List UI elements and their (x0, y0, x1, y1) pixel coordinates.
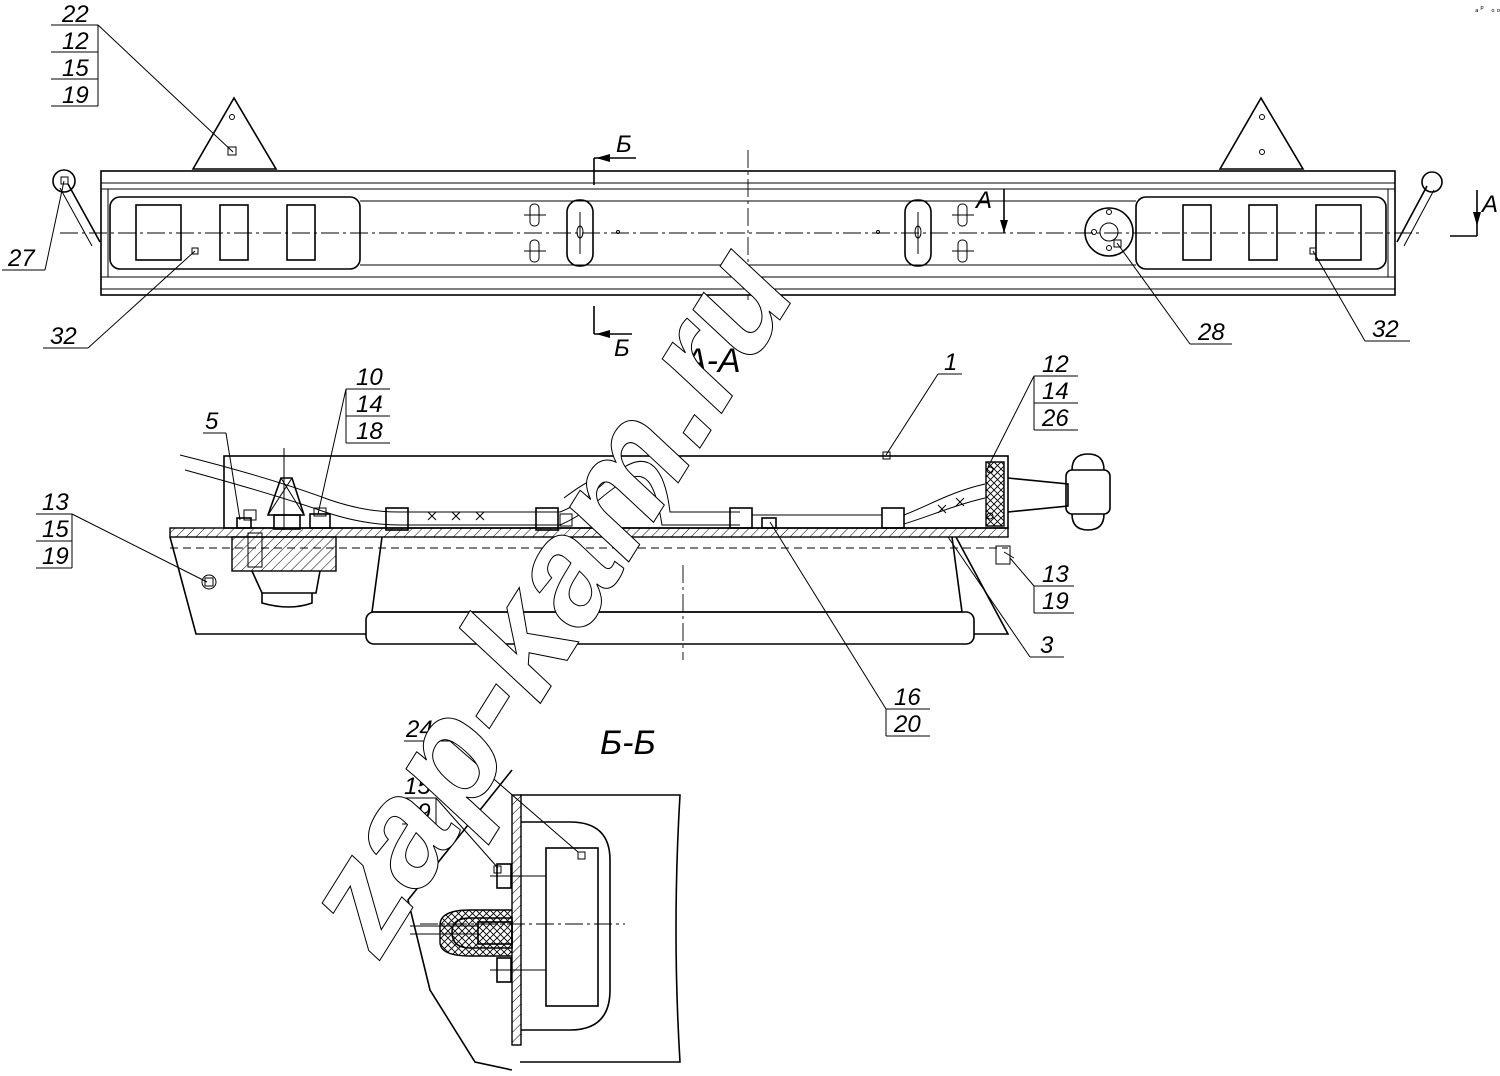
lamp-body-section (545, 847, 599, 1007)
svg-text:28: 28 (1197, 319, 1225, 346)
section-a-mark-right: А (1480, 191, 1498, 218)
svg-text:15: 15 (404, 773, 431, 800)
callout-24: 24 (404, 716, 579, 853)
svg-text:1: 1 (944, 349, 957, 376)
svg-text:14: 14 (1042, 378, 1069, 405)
svg-text:19: 19 (42, 543, 69, 570)
svg-text:13: 13 (1042, 561, 1069, 588)
callout-10-stack: 10 14 18 (317, 364, 390, 515)
callout-15-stack: 15 19 (402, 773, 499, 869)
section-b-mark-top: Б (616, 131, 632, 158)
svg-text:26: 26 (1041, 405, 1069, 432)
mount-block-hatched (231, 536, 337, 572)
callout-12-label: 12 (62, 28, 89, 55)
callout-22-stack: 22 12 15 19 (51, 1, 234, 153)
bumper-body-section (407, 769, 513, 1071)
svg-text:19: 19 (404, 799, 431, 826)
corner-mark: ₐᵖ ₒₒₒ (1474, 5, 1500, 15)
bracket-right (876, 199, 974, 267)
reflector-triangle-right (1218, 96, 1305, 170)
svg-text:15: 15 (42, 516, 69, 543)
callout-28: 28 (1116, 242, 1232, 346)
section-aa-view: 5 10 14 18 13 15 19 (36, 349, 1111, 738)
svg-text:3: 3 (1040, 632, 1054, 659)
svg-text:18: 18 (356, 418, 383, 445)
svg-text:12: 12 (1042, 351, 1069, 378)
svg-text:5: 5 (205, 408, 219, 435)
callout-13-stack-left: 13 15 19 (36, 489, 208, 583)
end-seal-crosshatched (985, 461, 1005, 527)
svg-text:20: 20 (893, 711, 921, 738)
section-b-mark-bottom: Б (614, 335, 630, 362)
section-bb-view: 24 15 19 (402, 716, 681, 1071)
callout-32-right: 32 (1312, 250, 1410, 343)
callout-16-stack: 16 20 (769, 521, 930, 738)
callout-22-label: 22 (61, 1, 89, 28)
svg-text:13: 13 (42, 489, 69, 516)
outer-plug-connector (1065, 469, 1111, 515)
bracket-left (524, 199, 620, 267)
connector-boot-crosshatched (439, 909, 512, 957)
left-end-handle (67, 183, 101, 243)
callout-32-left: 32 (43, 250, 196, 350)
svg-text:10: 10 (356, 364, 383, 391)
callout-3: 3 (947, 536, 1064, 659)
callout-5: 5 (203, 408, 241, 521)
round-connector (1084, 207, 1134, 257)
svg-text:32: 32 (50, 323, 77, 350)
plan-view: А А Б Б 22 12 15 19 27 (2, 1, 1498, 362)
right-rear-lamp (1135, 196, 1387, 270)
callout-1: 1 (882, 349, 962, 460)
callout-19-label: 19 (62, 82, 89, 109)
section-a-mark-left: А (974, 187, 992, 214)
svg-text:19: 19 (1042, 588, 1069, 615)
callout-27: 27 (2, 180, 65, 272)
svg-text:14: 14 (356, 391, 383, 418)
svg-text:24: 24 (405, 716, 433, 743)
svg-text:32: 32 (1372, 316, 1399, 343)
svg-text:16: 16 (894, 684, 921, 711)
wall-hatched (511, 794, 522, 1046)
reflector-triangle-left (191, 96, 278, 170)
right-end-handle (1396, 185, 1428, 243)
section-aa-title: А-А (682, 342, 741, 380)
svg-text:27: 27 (7, 245, 36, 272)
callout-15-label: 15 (62, 55, 89, 82)
left-rear-lamp (109, 196, 361, 270)
section-bb-title: Б-Б (600, 724, 656, 762)
callout-12-stack-right: 12 14 26 (987, 351, 1078, 468)
callout-13-stack-right: 13 19 (1009, 557, 1074, 615)
